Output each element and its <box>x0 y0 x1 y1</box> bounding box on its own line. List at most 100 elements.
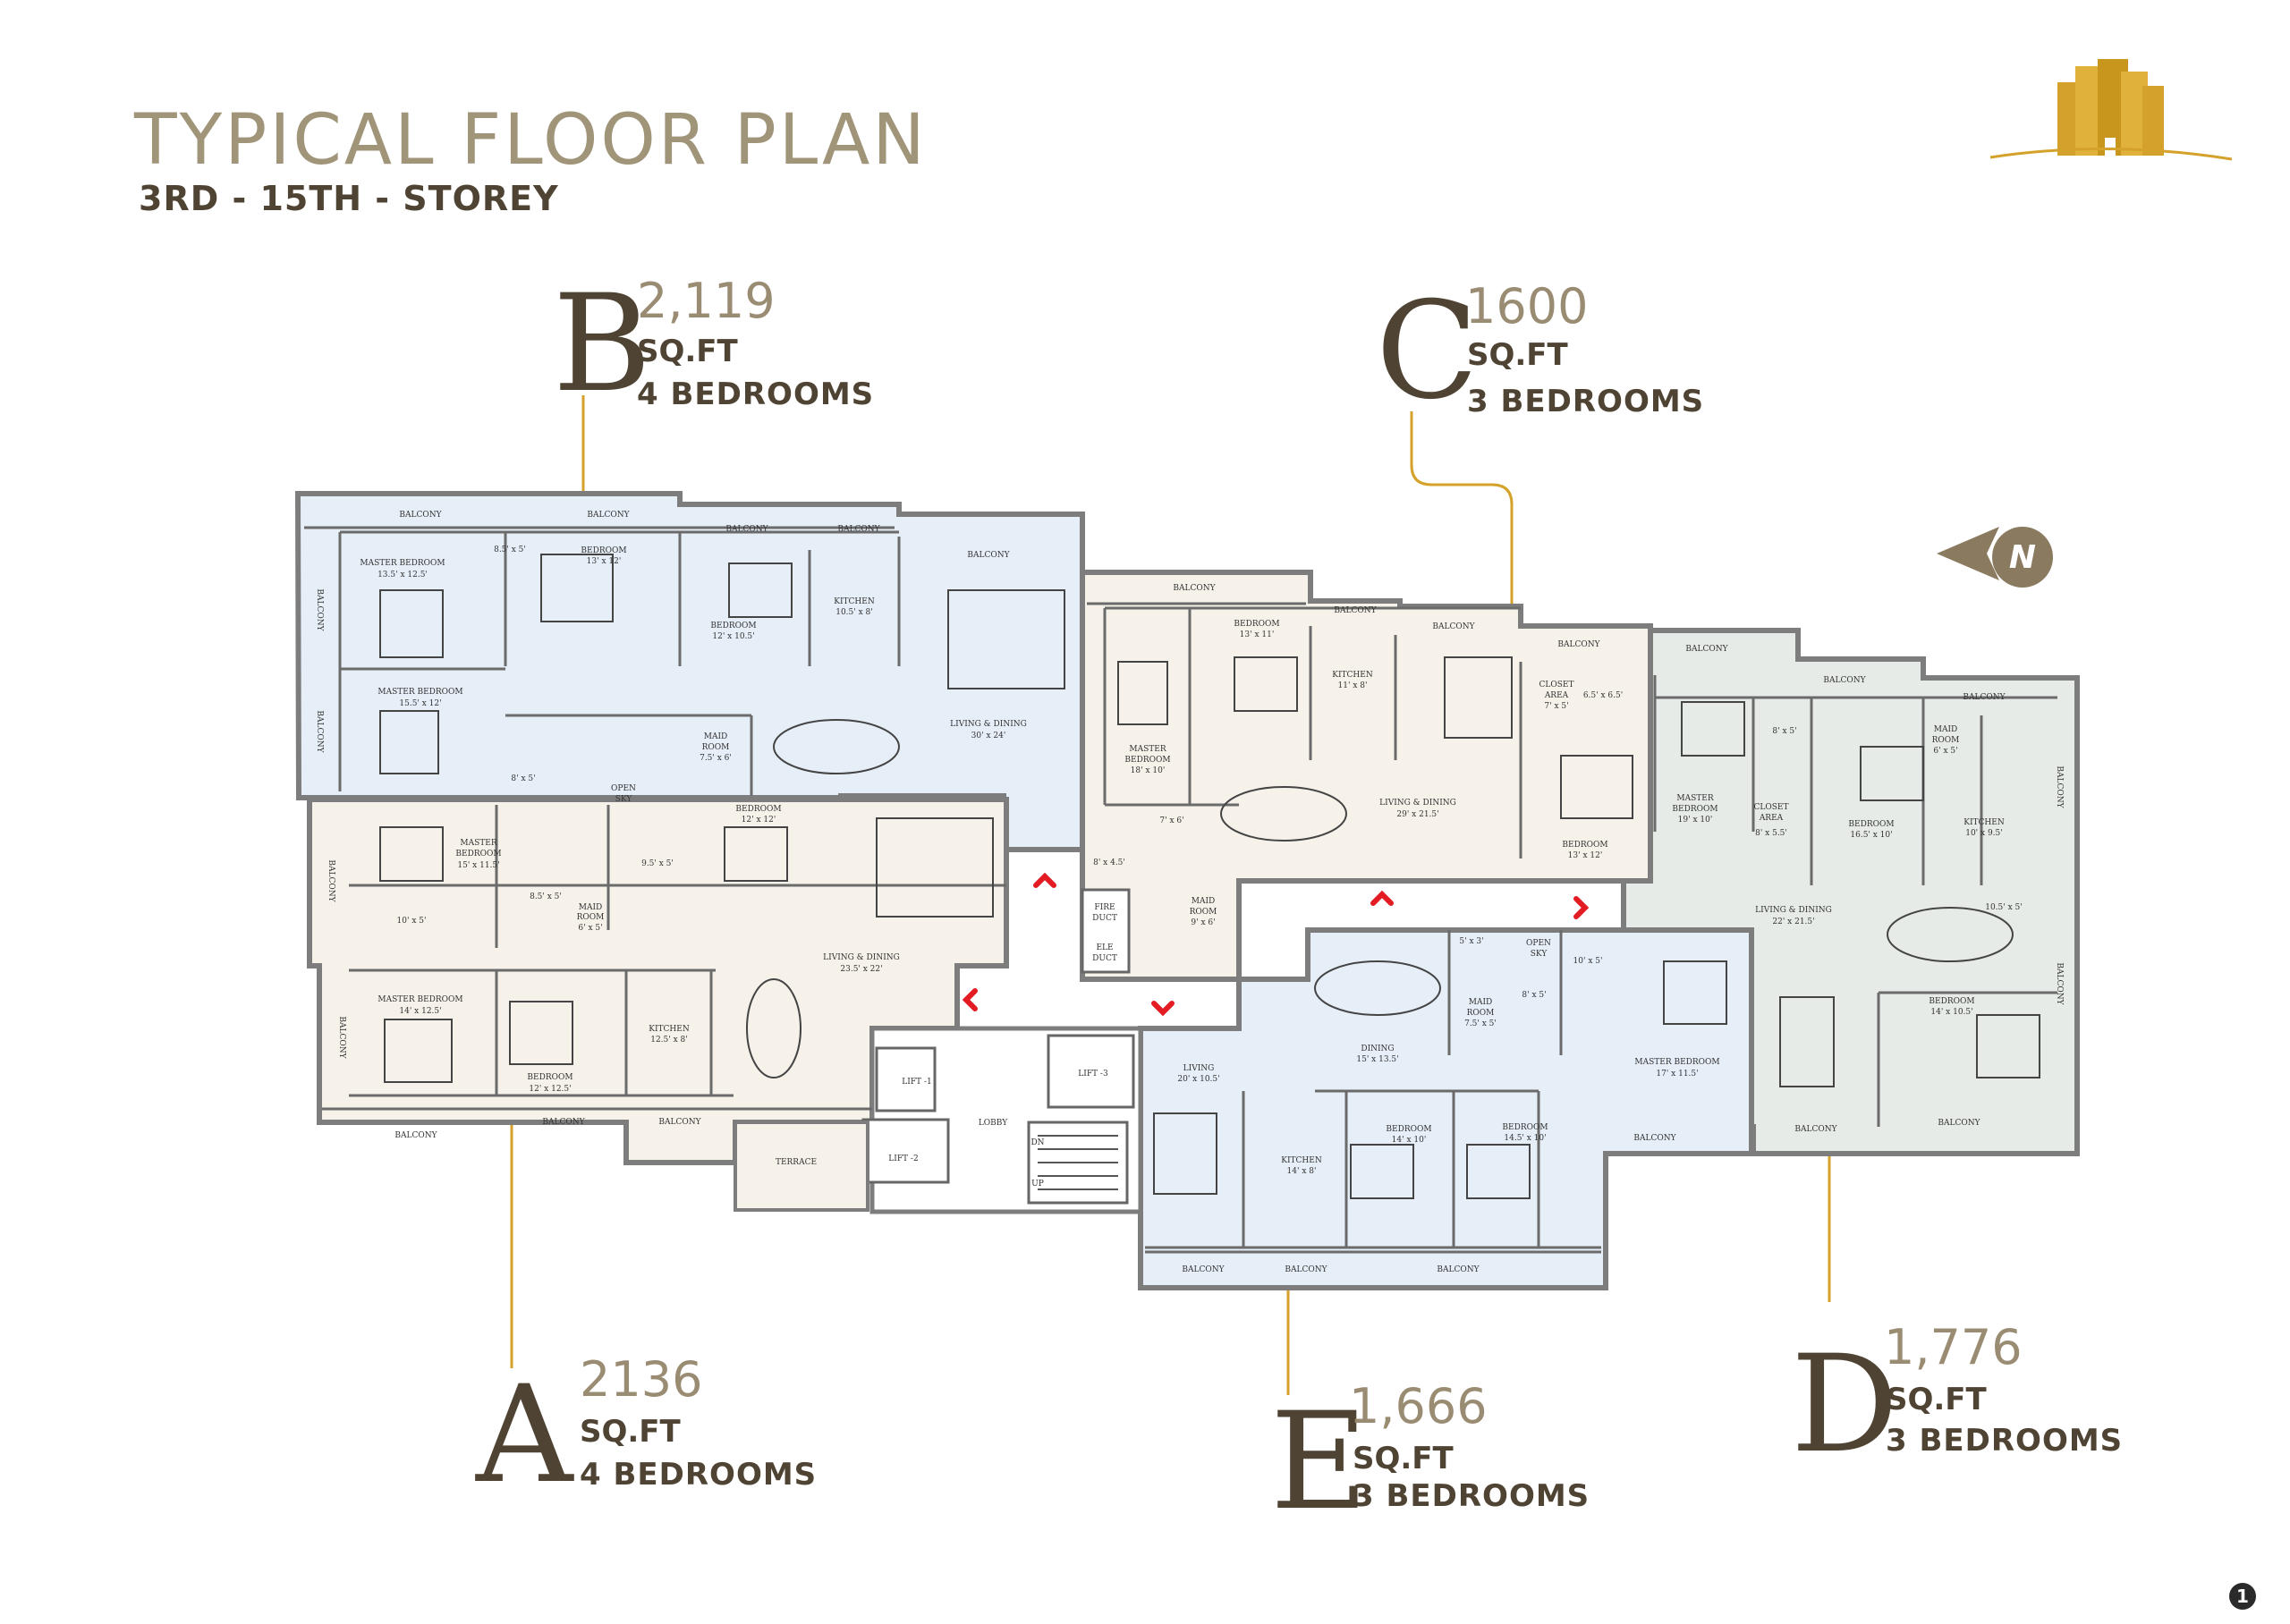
svg-text:BEDROOM: BEDROOM <box>1672 805 1718 814</box>
unit-e-area: 1,666 <box>1349 1378 1488 1434</box>
unit-d-sqft: SQ.FT <box>1886 1382 1987 1417</box>
svg-text:BALCONY: BALCONY <box>394 1131 437 1140</box>
svg-text:BALCONY: BALCONY <box>967 551 1010 560</box>
svg-text:MAID: MAID <box>1934 725 1958 734</box>
svg-text:MASTER: MASTER <box>460 839 496 848</box>
svg-text:BALCONY: BALCONY <box>1173 584 1216 593</box>
svg-text:23.5' x 22': 23.5' x 22' <box>840 965 882 974</box>
svg-text:KITCHEN: KITCHEN <box>1332 671 1373 680</box>
unit-a-area: 2136 <box>580 1351 703 1408</box>
svg-text:MAID: MAID <box>579 903 603 912</box>
svg-text:ROOM: ROOM <box>577 913 605 922</box>
svg-text:FIRE: FIRE <box>1094 903 1115 912</box>
svg-text:BALCONY: BALCONY <box>315 710 324 753</box>
svg-text:6' x 5': 6' x 5' <box>578 924 602 933</box>
svg-text:BALCONY: BALCONY <box>725 525 768 534</box>
leader-lines <box>510 395 1831 1395</box>
svg-text:BALCONY: BALCONY <box>337 1016 346 1059</box>
svg-text:ROOM: ROOM <box>1190 908 1217 917</box>
svg-text:CLOSET: CLOSET <box>1539 681 1574 689</box>
svg-text:30' x 24': 30' x 24' <box>971 732 1006 740</box>
svg-text:BEDROOM: BEDROOM <box>1386 1125 1431 1134</box>
svg-text:CLOSET: CLOSET <box>1754 803 1789 812</box>
svg-text:ROOM: ROOM <box>1467 1009 1495 1018</box>
svg-text:9' x 6': 9' x 6' <box>1191 918 1215 927</box>
svg-text:13.5' x 12.5': 13.5' x 12.5' <box>377 571 428 579</box>
unit-e-letter: E <box>1270 1384 1369 1540</box>
page-number: 1 <box>2229 1583 2256 1610</box>
svg-text:BALCONY: BALCONY <box>399 511 442 520</box>
svg-text:20' x 10.5': 20' x 10.5' <box>1177 1075 1219 1084</box>
svg-text:BEDROOM: BEDROOM <box>527 1073 572 1082</box>
svg-text:MASTER BEDROOM: MASTER BEDROOM <box>377 995 462 1004</box>
svg-text:8.5' x 5': 8.5' x 5' <box>494 546 526 554</box>
svg-text:MASTER: MASTER <box>1676 794 1713 803</box>
svg-text:13' x 11': 13' x 11' <box>1240 630 1275 639</box>
svg-text:LIFT -3: LIFT -3 <box>1078 1070 1108 1078</box>
svg-text:BALCONY: BALCONY <box>542 1118 585 1127</box>
svg-text:TERRACE: TERRACE <box>776 1158 817 1167</box>
svg-text:BALCONY: BALCONY <box>1285 1265 1327 1274</box>
svg-text:SKY: SKY <box>615 795 633 804</box>
svg-text:29' x 21.5': 29' x 21.5' <box>1396 810 1438 819</box>
svg-text:BALCONY: BALCONY <box>327 859 335 902</box>
svg-text:BEDROOM: BEDROOM <box>1929 997 1974 1006</box>
svg-text:OPEN: OPEN <box>1526 939 1551 948</box>
svg-text:16.5' x 10': 16.5' x 10' <box>1850 831 1892 840</box>
unit-a-bedrooms: 4 BEDROOMS <box>580 1457 818 1493</box>
unit-c-plan <box>1080 570 1653 982</box>
svg-text:BALCONY: BALCONY <box>1823 676 1866 685</box>
svg-text:KITCHEN: KITCHEN <box>649 1025 690 1034</box>
page-subtitle: 3RD - 15TH - STOREY <box>139 179 559 218</box>
svg-text:BEDROOM: BEDROOM <box>1848 820 1894 829</box>
unit-e-plan <box>1138 927 1754 1290</box>
svg-text:BALCONY: BALCONY <box>1182 1265 1225 1274</box>
svg-text:BEDROOM: BEDROOM <box>1502 1123 1548 1132</box>
svg-text:10' x 5': 10' x 5' <box>397 917 427 926</box>
svg-text:7' x 6': 7' x 6' <box>1159 816 1183 825</box>
svg-text:5' x 3': 5' x 3' <box>1459 937 1483 946</box>
unit-b-plan <box>294 491 1085 852</box>
furniture <box>379 554 2040 1199</box>
svg-text:8' x 5.5': 8' x 5.5' <box>1755 829 1787 838</box>
svg-text:10' x 5': 10' x 5' <box>1573 957 1603 966</box>
page-title: TYPICAL FLOOR PLAN <box>134 100 928 181</box>
svg-text:10.5' x 5': 10.5' x 5' <box>1985 903 2023 912</box>
svg-text:BEDROOM: BEDROOM <box>455 850 501 859</box>
svg-text:9.5' x 5': 9.5' x 5' <box>641 859 674 868</box>
svg-text:MAID: MAID <box>1192 897 1216 906</box>
leader-b <box>581 395 674 664</box>
svg-text:KITCHEN: KITCHEN <box>1281 1156 1322 1165</box>
svg-text:BALCONY: BALCONY <box>837 525 880 534</box>
unit-e-bedrooms: 3 BEDROOMS <box>1353 1478 1590 1514</box>
svg-text:14' x 8': 14' x 8' <box>1287 1167 1317 1176</box>
svg-text:DUCT: DUCT <box>1092 954 1117 963</box>
building-logo-icon <box>1989 59 2233 161</box>
svg-text:UP: UP <box>1031 1180 1044 1188</box>
svg-text:12' x 12.5': 12' x 12.5' <box>529 1085 571 1094</box>
svg-text:AREA: AREA <box>1544 691 1569 700</box>
svg-text:MASTER BEDROOM: MASTER BEDROOM <box>377 688 462 697</box>
svg-text:LIVING & DINING: LIVING & DINING <box>950 720 1027 729</box>
compass-label: N <box>2009 539 2036 576</box>
svg-text:DN: DN <box>1030 1138 1044 1147</box>
unit-c-sqft: SQ.FT <box>1467 337 1568 373</box>
svg-text:10' x 9.5': 10' x 9.5' <box>1965 829 2003 838</box>
unit-c-bedrooms: 3 BEDROOMS <box>1467 384 1705 419</box>
unit-b-bedrooms: 4 BEDROOMS <box>637 376 875 412</box>
svg-text:SKY: SKY <box>1531 950 1548 959</box>
svg-text:DUCT: DUCT <box>1092 914 1117 923</box>
svg-text:14' x 10': 14' x 10' <box>1392 1136 1427 1145</box>
svg-text:LIVING: LIVING <box>1183 1064 1215 1073</box>
svg-text:13' x 12': 13' x 12' <box>587 557 622 566</box>
unit-b-letter: B <box>553 266 652 422</box>
svg-text:10.5' x 8': 10.5' x 8' <box>835 608 873 617</box>
svg-text:LIVING & DINING: LIVING & DINING <box>823 953 900 962</box>
svg-text:22' x 21.5': 22' x 21.5' <box>1772 918 1814 926</box>
svg-text:BEDROOM: BEDROOM <box>710 622 756 630</box>
unit-a-plan <box>307 797 1009 1165</box>
svg-text:12' x 10.5': 12' x 10.5' <box>712 632 754 641</box>
svg-text:LOBBY: LOBBY <box>979 1119 1008 1128</box>
svg-text:LIFT -1: LIFT -1 <box>902 1078 931 1087</box>
